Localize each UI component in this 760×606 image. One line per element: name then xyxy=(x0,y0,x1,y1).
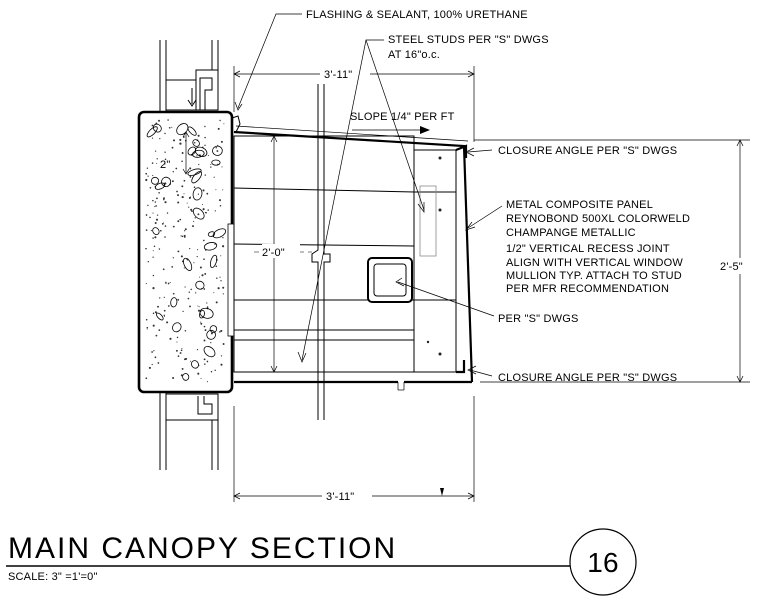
svg-text:ALIGN WITH VERTICAL WINDOW: ALIGN WITH VERTICAL WINDOW xyxy=(506,257,683,269)
note-closure-angle-top: CLOSURE ANGLE PER "S" DWGS xyxy=(465,145,677,157)
svg-text:PER MFR RECOMMENDATION: PER MFR RECOMMENDATION xyxy=(506,283,669,295)
svg-text:CHAMPANGE METALLIC: CHAMPANGE METALLIC xyxy=(506,227,636,239)
dimension-bottom-width: 3'-11" xyxy=(233,396,475,503)
svg-text:FLASHING & SEALANT, 100% URETH: FLASHING & SEALANT, 100% URETHANE xyxy=(306,9,528,21)
window-mullion-bottom xyxy=(159,392,219,470)
note-slope: SLOPE 1/4" PER FT xyxy=(350,111,455,134)
note-per-s-dwgs: PER "S" DWGS xyxy=(395,277,579,325)
detail-number: 16 xyxy=(587,547,619,578)
svg-text:AT 16"o.c.: AT 16"o.c. xyxy=(388,49,440,61)
svg-text:MULLION TYP. ATTACH TO STUD: MULLION TYP. ATTACH TO STUD xyxy=(506,270,682,282)
dimension-small-left: 2" xyxy=(160,159,170,171)
svg-text:METAL COMPOSITE PANEL: METAL COMPOSITE PANEL xyxy=(506,199,653,211)
drawing-title: MAIN CANOPY SECTION xyxy=(8,532,397,565)
dimension-inner-height: 2'-0" xyxy=(262,135,300,373)
svg-text:REYNOBOND 500XL COLORWELD: REYNOBOND 500XL COLORWELD xyxy=(506,213,690,225)
note-closure-angle-bottom: CLOSURE ANGLE PER "S" DWGS xyxy=(467,365,677,384)
svg-text:PER "S" DWGS: PER "S" DWGS xyxy=(498,313,579,325)
canopy-body xyxy=(231,84,474,420)
svg-text:SLOPE 1/4" PER FT: SLOPE 1/4" PER FT xyxy=(350,111,455,123)
svg-text:CLOSURE ANGLE PER "S" DWGS: CLOSURE ANGLE PER "S" DWGS xyxy=(498,372,677,384)
svg-text:CLOSURE ANGLE PER "S" DWGS: CLOSURE ANGLE PER "S" DWGS xyxy=(498,145,677,157)
detail-number-bubble xyxy=(569,528,637,596)
concrete-aggregate-hatch xyxy=(145,119,227,383)
svg-text:2'-5": 2'-5" xyxy=(720,261,743,273)
svg-text:2'-0": 2'-0" xyxy=(262,247,285,259)
note-flashing: FLASHING & SEALANT, 100% URETHANE xyxy=(234,9,528,111)
note-metal-composite-panel: METAL COMPOSITE PANEL REYNOBOND 500XL CO… xyxy=(465,199,690,295)
window-mullion-top xyxy=(159,40,219,112)
svg-text:3'-11": 3'-11" xyxy=(324,69,352,81)
drawing-scale: SCALE: 3" =1'=0" xyxy=(8,571,98,583)
concrete-beam: 2" xyxy=(137,110,235,394)
svg-text:1/2" VERTICAL RECESS JOINT: 1/2" VERTICAL RECESS JOINT xyxy=(506,243,670,255)
dimension-overall-height: 2'-5" xyxy=(474,139,760,383)
note-steel-studs: STEEL STUDS PER "S" DWGS AT 16"o.c. xyxy=(297,34,549,363)
title-block: MAIN CANOPY SECTION SCALE: 3" =1'=0" 16 xyxy=(6,528,637,596)
svg-text:3'-11": 3'-11" xyxy=(326,491,354,503)
dimension-top-width: 3'-11" xyxy=(233,66,475,142)
svg-text:STEEL STUDS PER "S" DWGS: STEEL STUDS PER "S" DWGS xyxy=(388,34,549,46)
